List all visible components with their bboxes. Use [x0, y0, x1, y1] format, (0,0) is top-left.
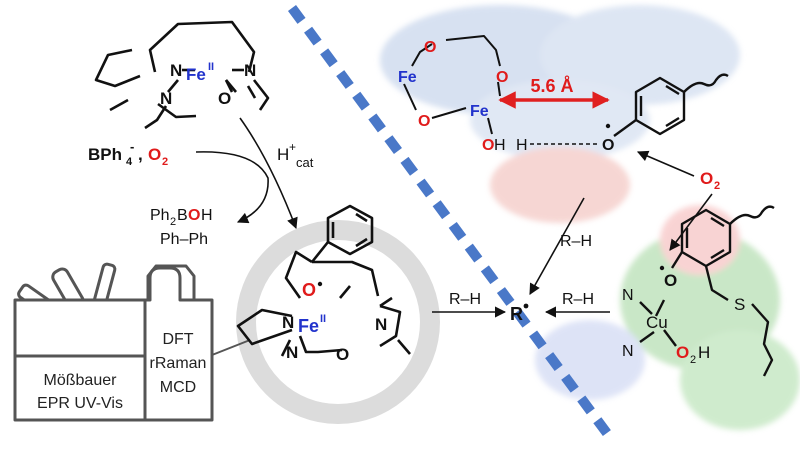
divider-line	[287, 5, 617, 443]
arrow-o2-to-copper	[669, 193, 713, 251]
reagent-o2: O	[148, 145, 161, 164]
byproduct-biphenyl: Ph–Ph	[160, 231, 208, 248]
toolbox-mossbauer: Mößbauer	[44, 372, 118, 389]
top-o: O	[218, 89, 231, 108]
diiron-labels: O O Fe O Fe O H H	[398, 39, 528, 154]
toolbox	[13, 262, 214, 422]
center-fe-ox: II	[320, 313, 326, 325]
reagent-bph4: BPh	[88, 145, 122, 164]
center-complex	[236, 204, 411, 357]
top-complex-labels: N N N Fe II O	[160, 61, 256, 108]
ring-watermark	[236, 220, 440, 424]
center-n2: N	[375, 315, 387, 334]
o2-label-right-sub: 2	[714, 180, 720, 192]
toolbox-body	[13, 266, 214, 422]
top-fe: Fe	[186, 65, 206, 84]
rh-label-top: R–H	[560, 233, 592, 250]
tyrosyl-o: O	[602, 137, 614, 154]
copper-s: S	[734, 295, 745, 314]
copper-site	[639, 205, 775, 377]
arrow-byproduct-curve	[195, 151, 269, 224]
center-fe: Fe	[298, 316, 319, 336]
radical-product-dot	[523, 303, 529, 309]
toolbox-mcd: MCD	[160, 379, 196, 396]
radical-product: R	[510, 304, 523, 324]
catalyst-h: H	[277, 145, 289, 164]
center-complex-labels: O N N N Fe II O	[282, 280, 387, 364]
copper-n2: N	[622, 343, 634, 360]
center-o-ether: O	[336, 345, 349, 364]
arrow-o2-to-tyrosyl	[636, 150, 695, 177]
center-n1: N	[282, 313, 294, 332]
copper-radical-dot	[659, 265, 665, 271]
diiron-oh-h: H	[494, 137, 506, 154]
radical-dot	[317, 281, 323, 287]
reagent-comma: ,	[138, 145, 143, 164]
protein-structure-top	[380, 5, 740, 223]
byproduct-ph: Ph	[150, 207, 170, 224]
copper-n1: N	[622, 287, 634, 304]
diiron-hbond-h: H	[516, 137, 528, 154]
top-fe-ox: II	[208, 61, 214, 73]
rh-label-right: R–H	[562, 291, 594, 308]
reagents: BPh 4 - , O 2	[88, 139, 168, 168]
catalyst-label: H + cat	[277, 140, 314, 170]
diiron-fe2: Fe	[470, 103, 489, 120]
byproduct-h: H	[201, 207, 213, 224]
reagent-bph4-sub: 4	[126, 156, 133, 168]
copper-labels: O N N Cu S O 2 H	[622, 265, 745, 366]
o2-label-right: O	[700, 169, 713, 188]
center-n3: N	[286, 343, 298, 362]
copper-o2h-sub: 2	[690, 354, 696, 366]
byproduct-o: O	[188, 207, 200, 224]
top-n3: N	[160, 89, 172, 108]
toolbox-epr-uvvis: EPR UV-Vis	[37, 395, 123, 412]
copper-o-radical: O	[664, 271, 677, 290]
center-o-radical: O	[302, 280, 316, 300]
diiron-site	[403, 35, 501, 135]
copper-o2h-h: H	[698, 343, 710, 362]
toolbox-labels: Mößbauer EPR UV-Vis DFT rRaman MCD	[37, 331, 206, 412]
reagent-bph4-sup: -	[130, 139, 134, 154]
copper-o2h-o: O	[676, 343, 689, 362]
catalyst-plus: +	[289, 140, 296, 154]
tyrosyl-radical-dot	[605, 123, 611, 129]
toolbox-rraman: rRaman	[150, 355, 207, 372]
diiron-o3: O	[418, 113, 430, 130]
top-n2: N	[244, 61, 256, 80]
byproducts: Ph 2 B O H Ph–Ph	[150, 207, 213, 248]
distance-label: 5.6 Å	[530, 76, 573, 96]
toolbox-dft: DFT	[162, 331, 193, 348]
copper-cu: Cu	[646, 313, 668, 332]
arrow-diiron-to-radical	[529, 197, 585, 295]
arrow-to-center-complex	[239, 117, 298, 230]
diiron-o1: O	[424, 39, 436, 56]
reagent-o2-sub: 2	[162, 156, 168, 168]
diiron-o2: O	[496, 69, 508, 86]
toolbox-connector	[211, 339, 251, 356]
top-n1: N	[170, 61, 182, 80]
rh-label-center: R–H	[449, 291, 481, 308]
diiron-fe1: Fe	[398, 69, 417, 86]
byproduct-b: B	[177, 207, 188, 224]
tyrosyl-ring	[613, 73, 729, 137]
diiron-oh-o: O	[482, 137, 494, 154]
catalyst-cat: cat	[296, 155, 314, 170]
byproduct-ph-sub: 2	[170, 216, 176, 228]
top-complex	[94, 20, 270, 130]
protein-structure-bottom	[535, 205, 800, 430]
